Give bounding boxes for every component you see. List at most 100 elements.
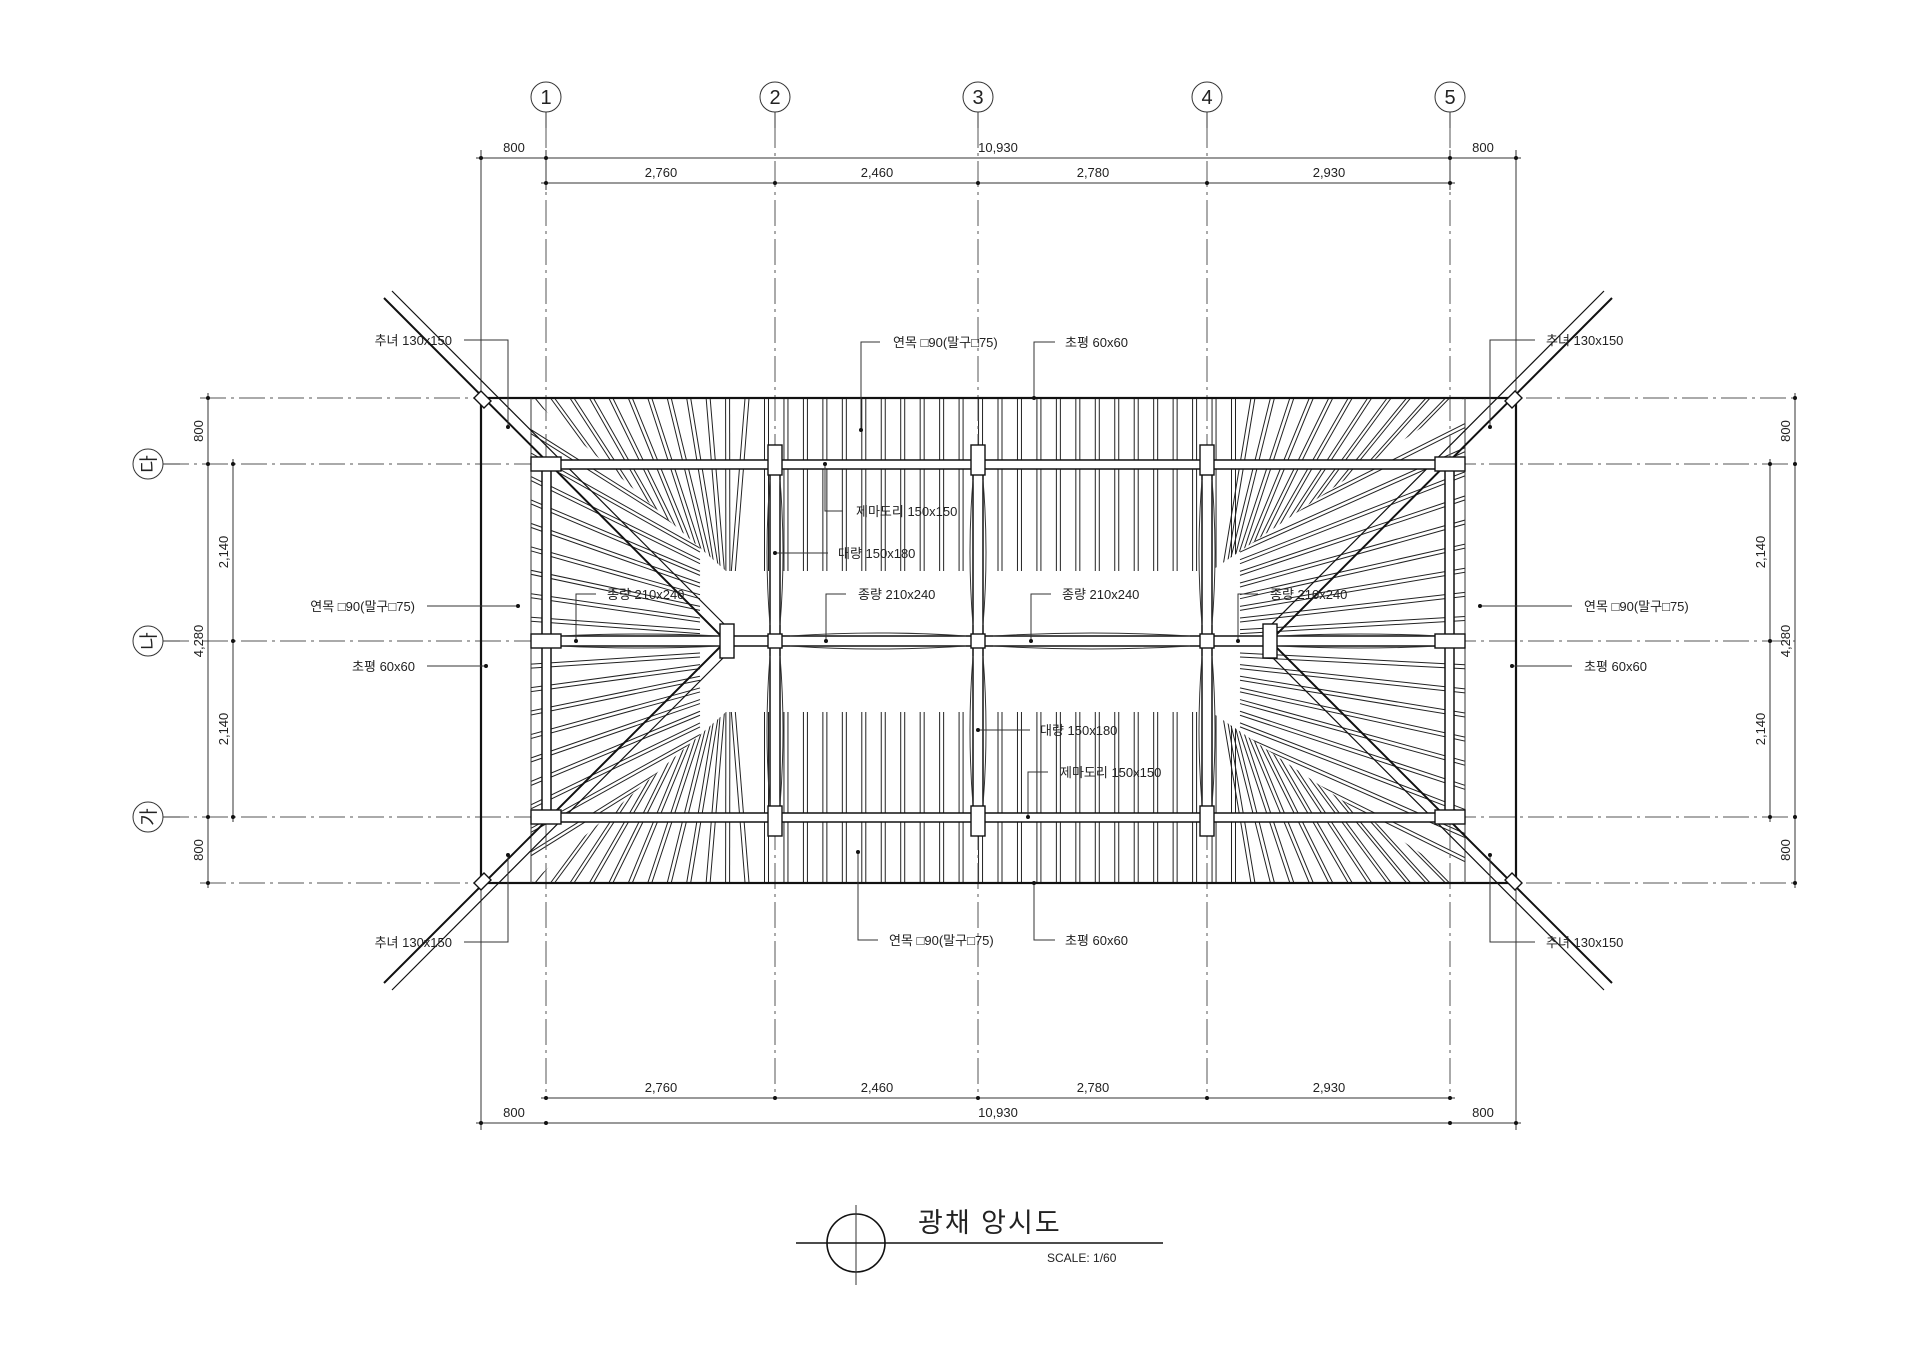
label-jongryang-3: 종량 210x240 bbox=[1062, 587, 1139, 602]
rafter bbox=[531, 664, 701, 695]
rafter bbox=[1276, 398, 1446, 571]
label-daeryang-top: 대량 150x180 bbox=[838, 546, 915, 561]
rafter bbox=[686, 398, 716, 571]
rafter bbox=[534, 712, 676, 883]
rafter bbox=[531, 509, 701, 588]
rafter bbox=[1239, 664, 1465, 695]
rafter bbox=[531, 652, 701, 668]
rafter bbox=[1239, 559, 1465, 607]
rafter bbox=[1231, 712, 1275, 883]
rafter bbox=[1239, 699, 1465, 776]
rafter bbox=[1239, 656, 1465, 672]
dim-left-overhang-bottom: 800 bbox=[191, 839, 206, 861]
rafter bbox=[531, 710, 701, 803]
rafter bbox=[1221, 398, 1252, 571]
dim-left-overhang-top: 800 bbox=[191, 420, 206, 442]
dim-bottom-span-1: 2,760 bbox=[645, 1080, 678, 1095]
rafter bbox=[1239, 424, 1465, 549]
rafter bbox=[531, 401, 701, 541]
grid-column-4: 4 bbox=[1201, 87, 1212, 109]
title-block: 광채 앙시도 SCALE: 1/60 bbox=[796, 1205, 1163, 1285]
drawing-title: 광채 앙시도 bbox=[918, 1208, 1062, 1238]
rafter bbox=[1263, 398, 1392, 571]
rafter bbox=[1239, 652, 1465, 668]
rafter bbox=[1238, 398, 1310, 571]
dimensions-bottom: 2,760 2,460 2,780 2,930 800 10,930 800 bbox=[476, 1080, 1521, 1125]
rafter bbox=[709, 398, 725, 571]
dim-top-span-2: 2,460 bbox=[861, 165, 894, 180]
label-jemadori-bottom: 제마도리 150x150 bbox=[1060, 765, 1161, 780]
rafters-top bbox=[531, 398, 1465, 571]
dim-right-span-2: 2,140 bbox=[1753, 713, 1768, 746]
rafter bbox=[612, 712, 698, 883]
label-yeonmok-left: 연목 □90(말구□75) bbox=[310, 599, 415, 614]
label-chuneo-top-right: 추녀 130x150 bbox=[1546, 333, 1623, 348]
rafter bbox=[1239, 679, 1465, 726]
rafter bbox=[670, 712, 715, 883]
rafter bbox=[531, 398, 672, 571]
rafter bbox=[1239, 482, 1465, 576]
label-chopyeong-right: 초평 60x60 bbox=[1584, 659, 1647, 674]
grid-row-da: 다 bbox=[138, 455, 160, 472]
rafter bbox=[705, 712, 721, 883]
rafter bbox=[531, 675, 701, 722]
rafter bbox=[531, 563, 701, 611]
rafter bbox=[531, 738, 701, 861]
rafter bbox=[670, 398, 715, 571]
rafter bbox=[531, 559, 701, 607]
rafter bbox=[531, 532, 701, 596]
label-yeonmok-top: 연목 □90(말구□75) bbox=[893, 335, 998, 350]
rafter bbox=[666, 398, 711, 571]
dim-right-overhang-bottom: 800 bbox=[1778, 839, 1793, 861]
rafter bbox=[531, 699, 701, 776]
rafter bbox=[1232, 712, 1291, 883]
rafter bbox=[651, 398, 709, 571]
rafter bbox=[1236, 712, 1295, 883]
dimensions-right: 800 2,140 2,140 800 4,280 bbox=[1753, 393, 1797, 888]
rafter bbox=[531, 668, 701, 699]
dimensions-top: 800 10,930 800 2,760 2,460 2,780 2,930 bbox=[476, 140, 1521, 190]
member-callouts: 추녀 130x150 추녀 130x150 추녀 130x150 추녀 130x… bbox=[310, 333, 1688, 950]
rafter bbox=[531, 679, 701, 726]
rafter bbox=[531, 703, 701, 780]
dimensions-left: 800 2,140 2,140 800 4,280 bbox=[191, 393, 235, 888]
rafter bbox=[531, 613, 701, 631]
rafter bbox=[1281, 398, 1465, 571]
rafter bbox=[690, 712, 720, 883]
rafter bbox=[1231, 398, 1275, 571]
rafter bbox=[531, 687, 701, 749]
rafter bbox=[531, 455, 701, 565]
rafter bbox=[534, 398, 676, 571]
rafter bbox=[709, 712, 725, 883]
rafter bbox=[651, 712, 709, 883]
grid-column-5: 5 bbox=[1444, 87, 1455, 109]
rafter bbox=[1239, 536, 1465, 600]
rafter bbox=[531, 482, 701, 576]
dim-top-span-4: 2,930 bbox=[1313, 165, 1346, 180]
rafter bbox=[1239, 451, 1465, 561]
label-jongryang-1: 종량 210x240 bbox=[607, 587, 684, 602]
dim-left-total: 4,280 bbox=[191, 625, 206, 658]
dim-right-span-1: 2,140 bbox=[1753, 536, 1768, 569]
rafter bbox=[531, 656, 701, 672]
dim-left-span-2: 2,140 bbox=[216, 713, 231, 746]
rafter bbox=[1225, 398, 1256, 571]
rafter bbox=[531, 536, 701, 600]
grid-column-2: 2 bbox=[769, 87, 780, 109]
rafter bbox=[1239, 691, 1465, 753]
rafter bbox=[531, 505, 701, 584]
dim-bottom-span-3: 2,780 bbox=[1077, 1080, 1110, 1095]
dim-bottom-left-overhang: 800 bbox=[503, 1105, 525, 1120]
label-jongryang-2: 종량 210x240 bbox=[858, 587, 935, 602]
rafter bbox=[1239, 428, 1465, 553]
rafter bbox=[686, 712, 716, 883]
rafter bbox=[531, 617, 701, 635]
rafter bbox=[1254, 712, 1369, 883]
rafter bbox=[1239, 722, 1465, 830]
label-daeryang-bottom: 대량 150x180 bbox=[1040, 723, 1117, 738]
dim-right-overhang-top: 800 bbox=[1778, 420, 1793, 442]
rafter bbox=[1239, 703, 1465, 780]
rafter bbox=[1239, 563, 1465, 611]
rafter bbox=[1270, 712, 1427, 883]
rafter bbox=[1239, 505, 1465, 584]
